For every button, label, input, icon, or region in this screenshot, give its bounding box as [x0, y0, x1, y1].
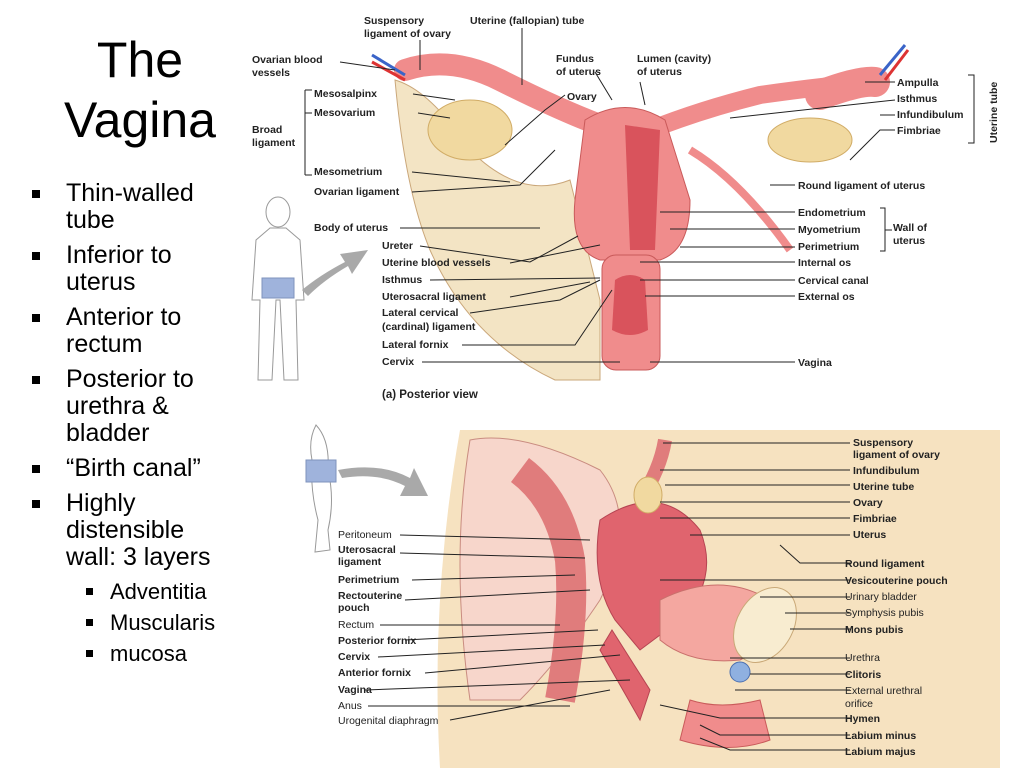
label-cervical-canal: Cervical canal: [798, 275, 869, 287]
label-fundus-2: of uterus: [556, 66, 601, 78]
label-anus: Anus: [338, 700, 362, 712]
label-lateral-cervical-1: Lateral cervical: [382, 307, 459, 319]
label-labium-minus: Labium minus: [845, 730, 916, 742]
profile-silhouette-icon: [305, 424, 337, 553]
label-suspensory-a-1: Suspensory: [364, 15, 424, 27]
body-silhouette-icon: [251, 196, 305, 381]
label-uterosacral-a: Uterosacral ligament: [382, 291, 486, 303]
label-body-of-uterus: Body of uterus: [314, 222, 388, 234]
label-ovarian-vessels-2: vessels: [252, 67, 290, 79]
sub-bullet-list: Adventitia Muscularis mucosa: [66, 579, 240, 667]
label-ovary-b: Ovary: [853, 497, 883, 509]
bullet-list: Thin-walled tube Inferior to uterus Ante…: [30, 180, 240, 675]
bullet-item: “Birth canal”: [30, 455, 240, 482]
slide-title: The Vagina: [40, 30, 240, 150]
bullet-text: Highly distensible wall: 3 layers: [66, 489, 211, 571]
label-lumen-2: of uterus: [637, 66, 682, 78]
label-uterus: Uterus: [853, 529, 886, 541]
label-cervix-b: Cervix: [338, 651, 370, 663]
label-ureter: Ureter: [382, 240, 413, 252]
label-suspensory-b-2: ligament of ovary: [853, 449, 940, 461]
label-perimetrium-b: Perimetrium: [338, 574, 399, 586]
title-line-1: The: [96, 32, 184, 88]
figure-b-illustration: [305, 424, 1000, 768]
label-lumen-1: Lumen (cavity): [637, 53, 711, 65]
label-rectouterine-2: pouch: [338, 602, 370, 614]
label-suspensory-a-2: ligament of ovary: [364, 28, 451, 40]
label-perimetrium-a: Perimetrium: [798, 241, 859, 253]
label-ovary-a: Ovary: [567, 91, 597, 103]
label-isthmus-right: Isthmus: [897, 93, 937, 105]
label-uterosacral-b-1: Uterosacral: [338, 544, 396, 556]
label-urogenital-diaphragm: Urogenital diaphragm: [338, 715, 439, 727]
label-infundibulum-b: Infundibulum: [853, 465, 919, 477]
label-rectouterine-1: Rectouterine: [338, 590, 402, 602]
label-lateral-cervical-2: (cardinal) ligament: [382, 321, 476, 333]
label-lateral-fornix: Lateral fornix: [382, 339, 449, 351]
label-mesosalpinx: Mesosalpinx: [314, 88, 377, 100]
label-hymen: Hymen: [845, 713, 880, 725]
pointer-arrow-icon: [338, 467, 428, 496]
label-uterine-tube-b: Uterine tube: [853, 481, 914, 493]
figure-a-leaders: [304, 28, 896, 363]
label-broad-2: ligament: [252, 137, 296, 149]
bullet-item-layers: Highly distensible wall: 3 layers Advent…: [30, 490, 240, 667]
label-mons-pubis: Mons pubis: [845, 624, 903, 636]
label-urethra: Urethra: [845, 652, 880, 664]
label-fundus-1: Fundus: [556, 53, 594, 65]
label-mesovarium: Mesovarium: [314, 107, 375, 119]
pointer-arrow-icon: [302, 250, 368, 296]
label-external-urethral-2: orifice: [845, 698, 873, 710]
title-line-2: Vagina: [64, 92, 216, 148]
label-fimbriae-b: Fimbriae: [853, 513, 897, 525]
label-uterine-fallopian-tube: Uterine (fallopian) tube: [470, 15, 584, 27]
figure-a-illustration: [251, 44, 910, 381]
label-clitoris: Clitoris: [845, 669, 881, 681]
label-uterine-tube-side: Uterine tube: [988, 82, 1000, 143]
label-symphysis: Symphysis pubis: [845, 607, 924, 619]
label-suspensory-b-1: Suspensory: [853, 437, 913, 449]
figure-a-labels: Suspensory ligament of ovary Uterine (fa…: [252, 15, 1000, 401]
label-broad-1: Broad: [252, 124, 282, 136]
label-cervix-a: Cervix: [382, 356, 414, 368]
label-peritoneum: Peritoneum: [338, 529, 392, 541]
label-uterosacral-b-2: ligament: [338, 556, 382, 568]
label-rectum: Rectum: [338, 619, 374, 631]
label-ovarian-vessels-1: Ovarian blood: [252, 54, 323, 66]
bullet-item: Anterior to rectum: [30, 304, 240, 358]
label-posterior-fornix: Posterior fornix: [338, 635, 416, 647]
figure-b-leaders: [364, 442, 850, 751]
label-infundibulum-a: Infundibulum: [897, 109, 963, 121]
label-vesicouterine: Vesicouterine pouch: [845, 575, 948, 587]
label-isthmus-left: Isthmus: [382, 274, 422, 286]
label-round-ligament-b: Round ligament: [845, 558, 925, 570]
figure-b-labels: Suspensory ligament of ovary Infundibulu…: [338, 437, 948, 758]
label-mesometrium: Mesometrium: [314, 166, 382, 178]
label-vagina-b: Vagina: [338, 684, 372, 696]
label-labium-majus: Labium majus: [845, 746, 916, 758]
label-urinary-bladder: Urinary bladder: [845, 591, 917, 603]
label-round-ligament-a: Round ligament of uterus: [798, 180, 925, 192]
bullet-item: Thin-walled tube: [30, 180, 240, 234]
figure-a-caption: (a) Posterior view: [382, 389, 478, 401]
label-endometrium: Endometrium: [798, 207, 866, 219]
label-anterior-fornix: Anterior fornix: [338, 667, 411, 679]
label-internal-os: Internal os: [798, 257, 851, 269]
label-uterine-vessels: Uterine blood vessels: [382, 257, 491, 269]
label-ampulla: Ampulla: [897, 77, 939, 89]
bullet-item: Inferior to uterus: [30, 242, 240, 296]
sub-bullet-item: mucosa: [66, 641, 240, 667]
label-external-os: External os: [798, 291, 855, 303]
label-wall-1: Wall of: [893, 222, 928, 234]
label-fimbriae-a: Fimbriae: [897, 125, 941, 137]
label-vagina-a: Vagina: [798, 357, 832, 369]
label-myometrium: Myometrium: [798, 224, 860, 236]
label-wall-2: uterus: [893, 235, 925, 247]
label-ovarian-ligament: Ovarian ligament: [314, 186, 400, 198]
sub-bullet-item: Adventitia: [66, 579, 240, 605]
bullet-item: Posterior to urethra & bladder: [30, 366, 240, 447]
sub-bullet-item: Muscularis: [66, 610, 240, 636]
label-external-urethral-1: External urethral: [845, 685, 922, 697]
